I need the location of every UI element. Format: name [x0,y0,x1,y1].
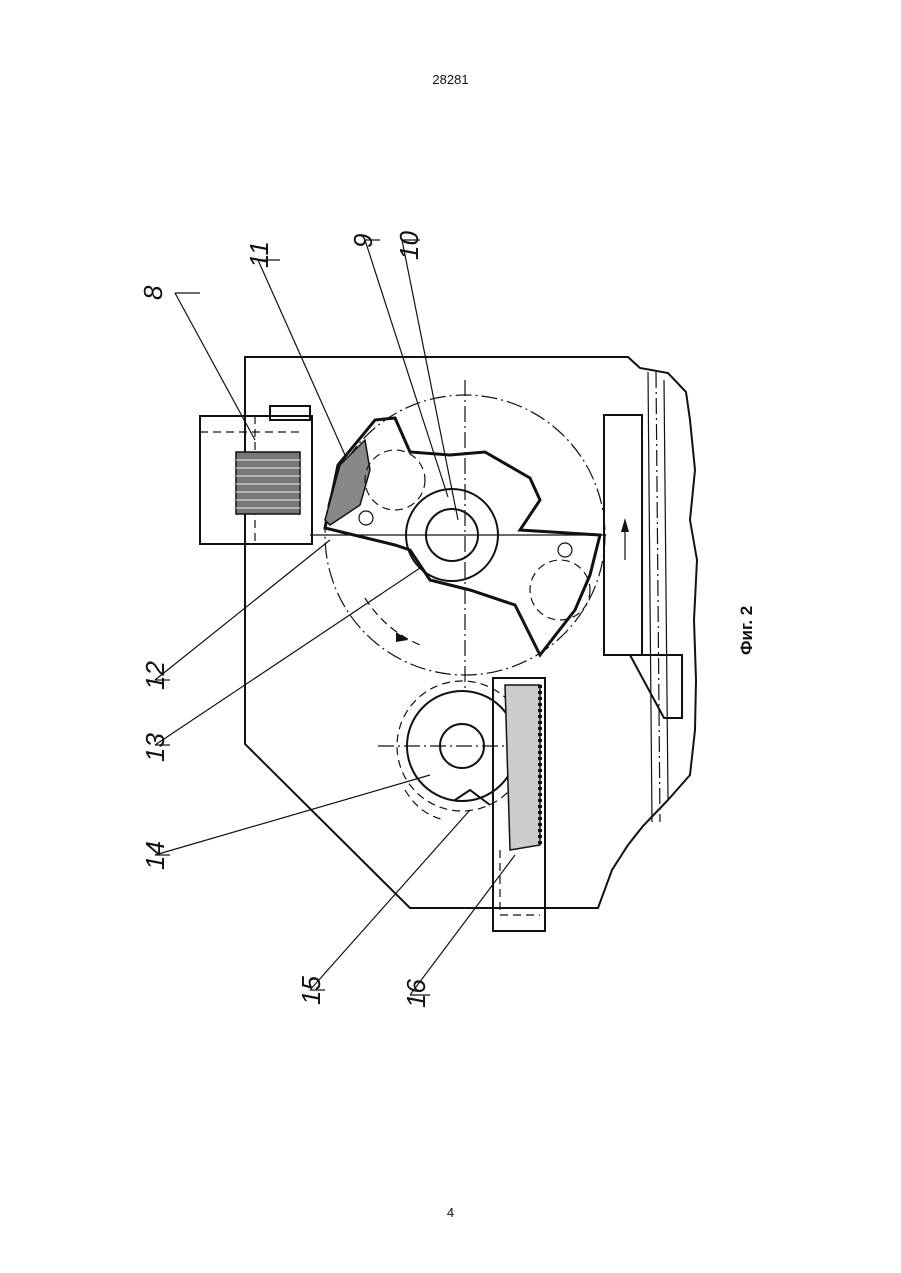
label-12: 12 [140,661,170,690]
leader-lines [155,240,515,995]
guide-line-3 [664,380,668,800]
label-9: 9 [348,234,378,248]
rotation-arrow [365,598,420,645]
upper-dashed-circle [365,450,425,510]
label-13: 13 [140,733,170,762]
label-14: 14 [140,841,170,870]
guide-line-2 [656,372,660,822]
feed-arrow-head [621,518,629,532]
guide-line-1 [648,372,652,822]
slide-block-tail [630,655,682,718]
rotation-arrow-head [396,632,408,642]
label-10: 10 [394,231,424,260]
roller-notch [455,790,490,805]
label-11: 11 [244,241,274,268]
pin-lower [558,543,572,557]
roller-arrow [405,790,445,820]
guide-block-fill [505,685,540,850]
slide-block [604,415,642,655]
label-8: 8 [138,285,168,300]
pin-upper [359,511,373,525]
guide-block-dash [500,850,540,915]
label-16: 16 [401,979,431,1008]
page-number: 4 [0,1205,901,1220]
spindle-cap [270,406,310,420]
spindle-winding [236,452,300,514]
lower-dashed-circle [530,560,590,620]
figure-caption: Фиг. 2 [737,606,756,655]
label-15: 15 [296,976,326,1005]
